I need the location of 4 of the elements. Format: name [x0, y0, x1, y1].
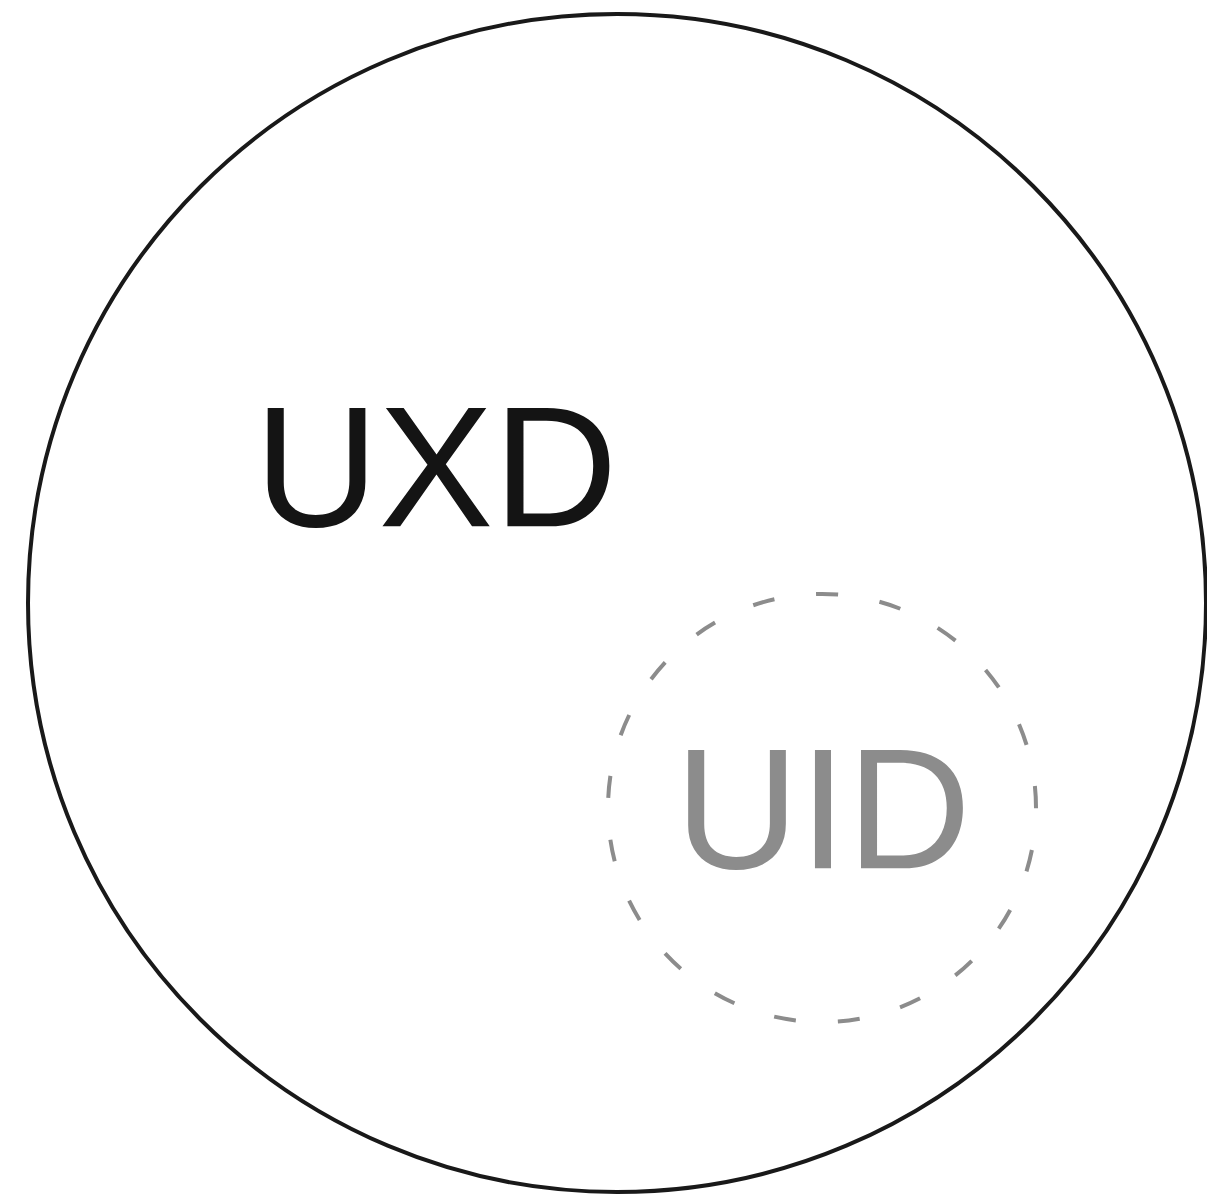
dashed-circle: [606, 592, 1038, 1024]
circle-label: UXD: [267, 408, 610, 528]
circle-label: UID: [688, 750, 963, 870]
circle: [26, 12, 1207, 1194]
